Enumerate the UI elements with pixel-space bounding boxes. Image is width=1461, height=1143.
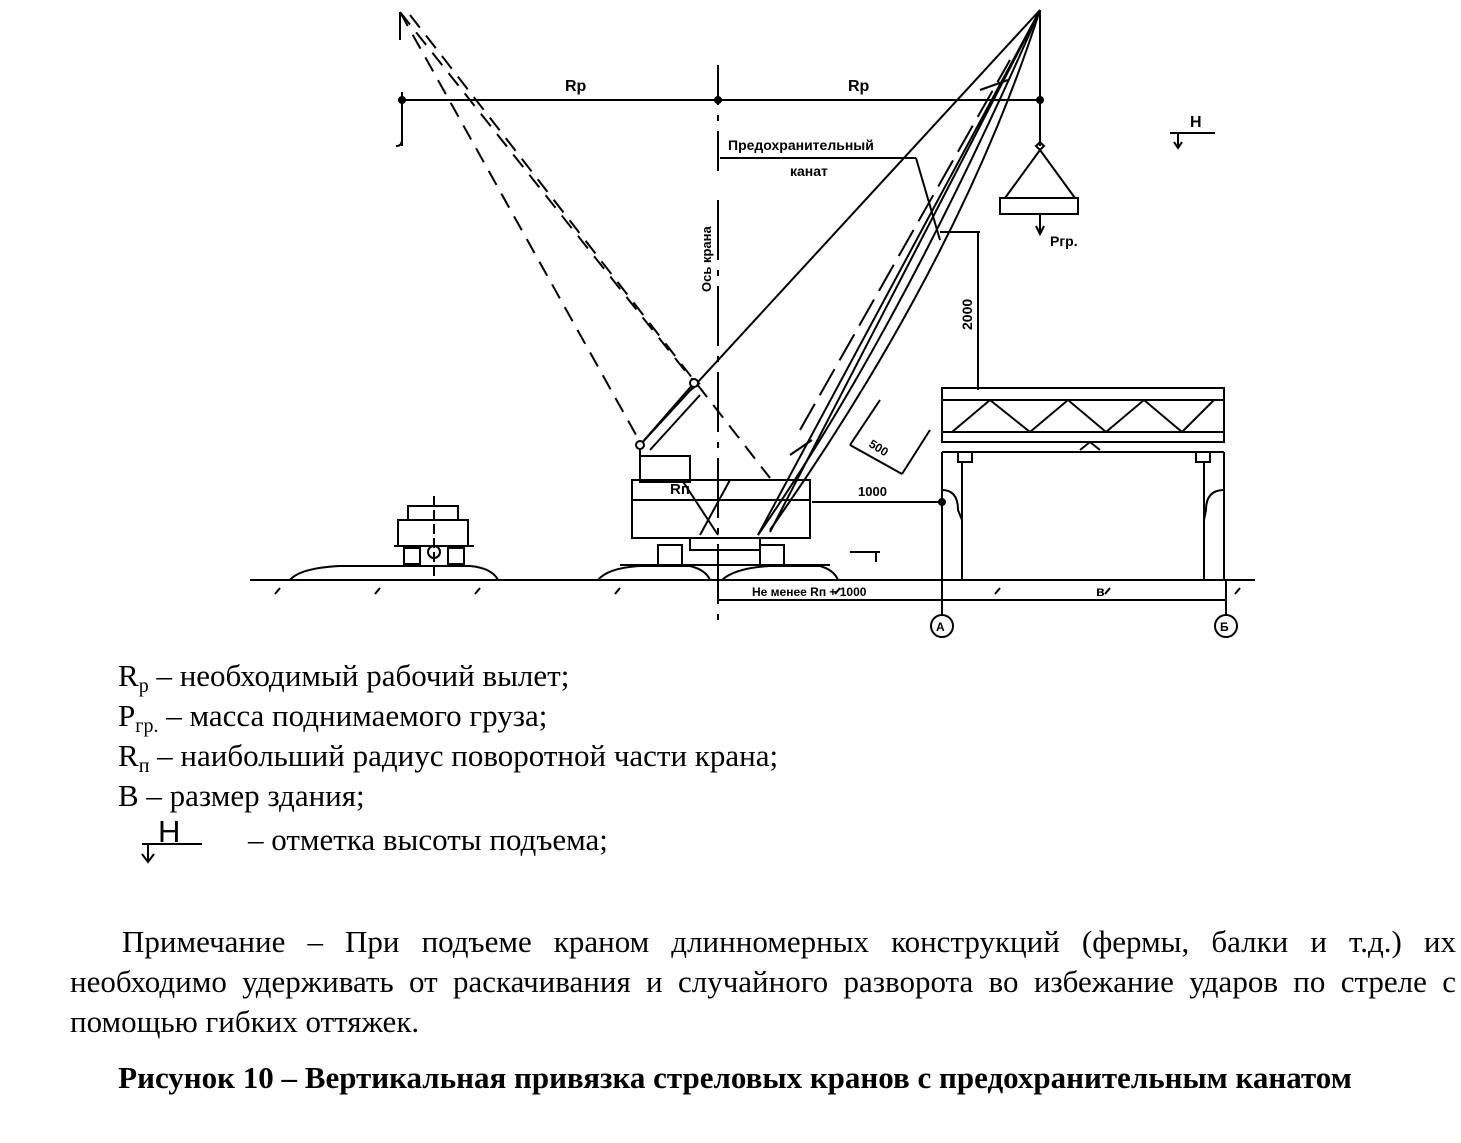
bottom-dimension xyxy=(718,580,1238,638)
main-boom xyxy=(635,9,1041,536)
legend-rn-symbol: R xyxy=(118,738,139,773)
legend-pgr-sub: гр. xyxy=(135,715,159,737)
legend-rn: Rп – наибольший радиус поворотной части … xyxy=(118,736,1418,776)
figure-caption: Рисунок 10 – Вертикальная привязка стрел… xyxy=(118,1060,1352,1095)
dim-500 xyxy=(849,399,931,475)
safety-rope-label: Предохранительный xyxy=(728,137,874,153)
vehicle-left xyxy=(394,496,474,580)
load-label: Pгр. xyxy=(1050,233,1078,249)
height-mark-icon: H xyxy=(118,814,228,870)
safety-rope-label-2: канат xyxy=(790,163,828,179)
b-dim-label: в xyxy=(1096,583,1105,599)
dim-1000 xyxy=(812,498,946,506)
legend-mark-text: – отметка высоты подъема; xyxy=(248,822,608,857)
dim-2000-label: 2000 xyxy=(959,299,975,330)
rp-dimension xyxy=(395,10,1044,147)
legend-rn-sub: п xyxy=(138,755,150,777)
legend-rp: Rр – необходимый рабочий вылет; xyxy=(118,656,1418,696)
axis-b-label: Б xyxy=(1220,620,1229,634)
dashed-boom xyxy=(399,11,771,479)
crane-axis-label: Ось крана xyxy=(699,226,714,292)
legend-pgr: Pгр. – масса поднимаемого груза; xyxy=(118,696,1418,736)
legend-rp-text: – необходимый рабочий вылет; xyxy=(148,658,570,693)
ground xyxy=(250,565,1255,595)
legend-mark: H – отметка высоты подъема; xyxy=(118,814,1418,872)
safety-rope-leader xyxy=(720,157,941,241)
height-mark-label: H xyxy=(1190,114,1202,131)
legend-pgr-text: – масса поднимаемого груза; xyxy=(158,698,548,733)
crane-drawing: Ось крана Rp Rp Пре xyxy=(250,9,1255,638)
rp-right-label: Rp xyxy=(848,78,870,95)
legend-mark-letter: H xyxy=(158,814,181,849)
legend-b-text: В – размер здания; xyxy=(118,778,365,813)
legend-rp-symbol: R xyxy=(118,658,139,693)
legend-rn-text: – наибольший радиус поворотной части кра… xyxy=(149,738,779,773)
dim-2000 xyxy=(940,231,980,390)
not-less-label: Не менее Rп + 1000 xyxy=(752,585,867,599)
axis-a-label: А xyxy=(936,620,945,634)
legend: Rр – необходимый рабочий вылет; Pгр. – м… xyxy=(118,656,1418,872)
crane-body xyxy=(620,455,830,566)
note-paragraph: Примечание – При подъеме краном длинноме… xyxy=(70,924,1456,1039)
legend-rp-sub: р xyxy=(138,675,149,697)
legend-pgr-symbol: P xyxy=(118,698,136,733)
height-mark-symbol xyxy=(1170,132,1215,150)
dim-1000-label: 1000 xyxy=(858,484,887,499)
rp-left-label: Rp xyxy=(565,78,587,95)
legend-b: В – размер здания; xyxy=(118,776,1418,816)
ground-height-mark xyxy=(850,551,880,562)
load-hook xyxy=(999,100,1079,237)
rn-label: Rп xyxy=(670,481,690,498)
building-truss xyxy=(941,387,1225,580)
